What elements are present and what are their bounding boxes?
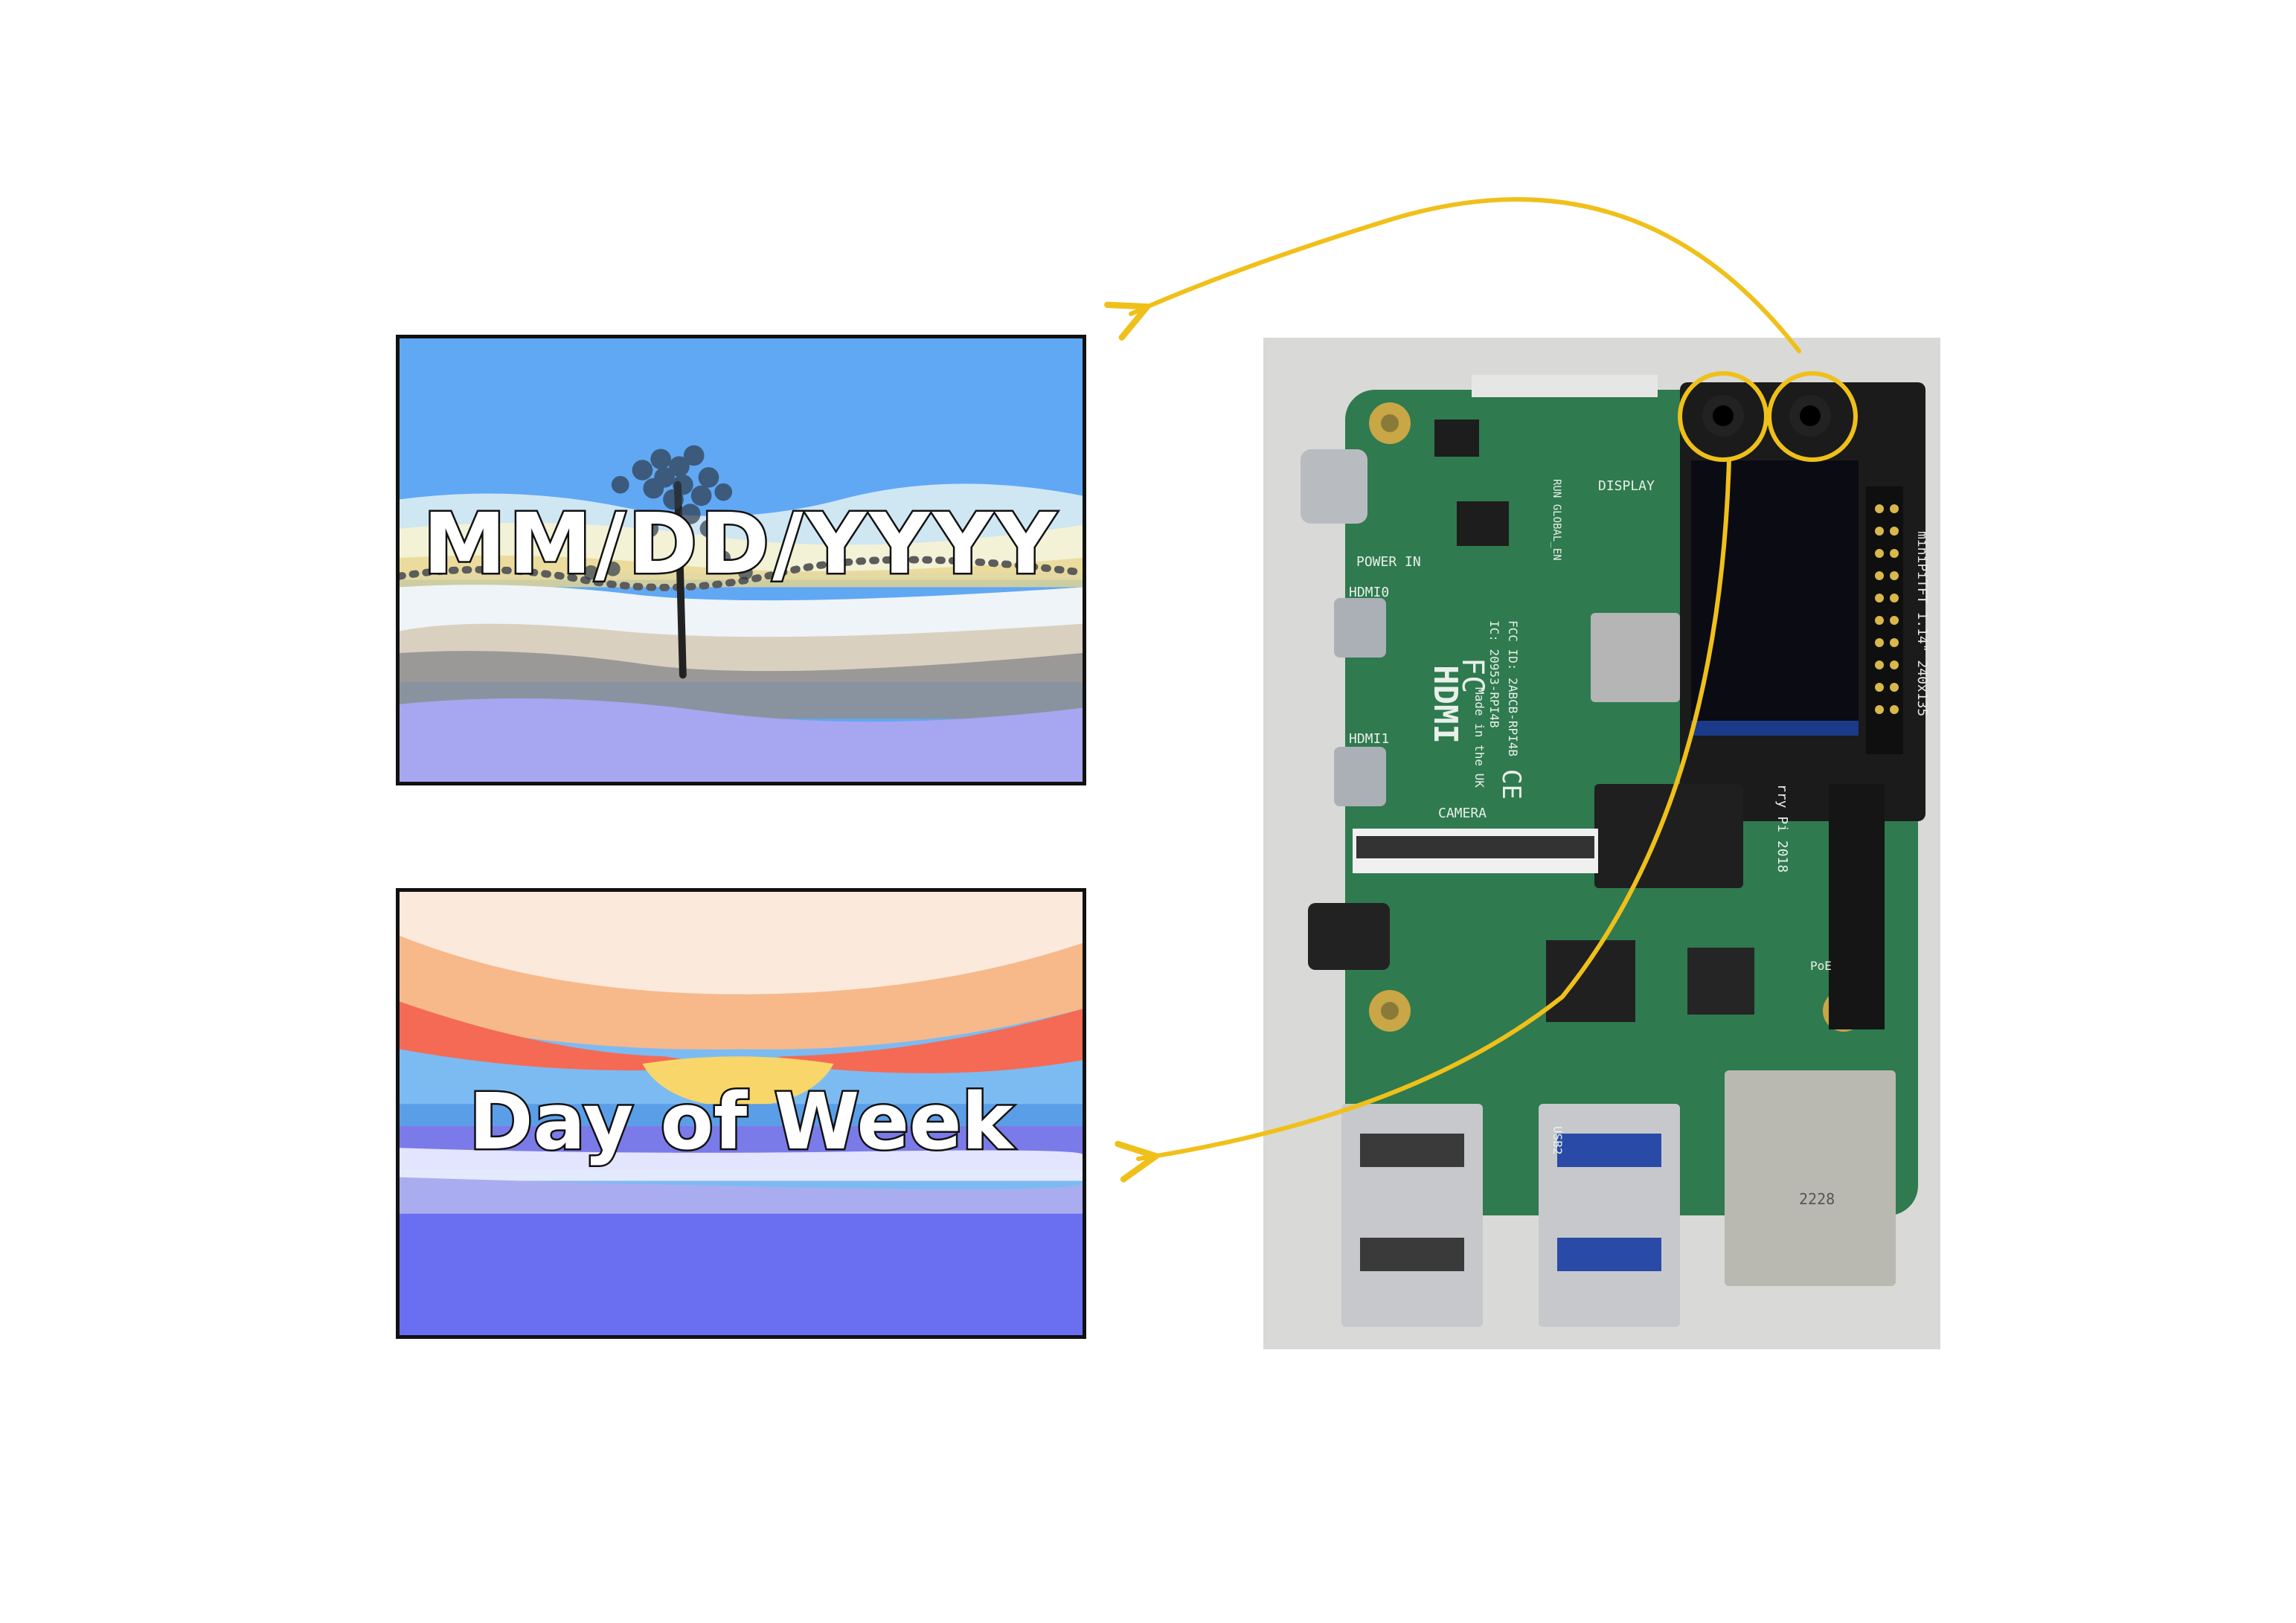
date-format-caption: MM/DD/YYYY [421,495,1059,595]
usb2-label: USB2 [1551,1126,1565,1155]
made-in-label: Made in the UK [1472,687,1487,788]
day-of-week-panel: Day of Week [396,888,1086,1339]
ic-label: IC: 20953-RPI4B [1487,620,1501,728]
fcc-id-label: FCC ID: 2ABCB-RPI4B [1506,620,1520,756]
poe-label: PoE [1810,959,1832,973]
ethernet-jack-code: 2228 [1799,1190,1835,1208]
power-in-label: POWER IN [1356,554,1421,570]
display-connector-label: DISPLAY [1598,478,1655,494]
sunset-scene [400,892,1083,1335]
day-of-week-caption: Day of Week [467,1075,1015,1169]
hdmi0-label: HDMI0 [1349,585,1389,600]
date-arrow-icon [1104,197,1801,353]
run-global-en-label: RUN GLOBAL_EN [1551,479,1562,561]
ce-mark: CE [1496,769,1526,800]
winter-sky-scene [400,338,1083,782]
display-module-label: miniPiTFT 1.14" 240x135 [1914,531,1930,716]
hdmi1-label: HDMI1 [1349,731,1389,747]
board-year-label: rry Pi 2018 [1774,784,1790,872]
raspberry-pi-photo: miniPiTFT 1.14" 240x135 2228 POWER IN HD… [1263,338,1940,1349]
date-panel: MM/DD/YYYY [396,335,1086,785]
camera-label: CAMERA [1438,806,1487,821]
